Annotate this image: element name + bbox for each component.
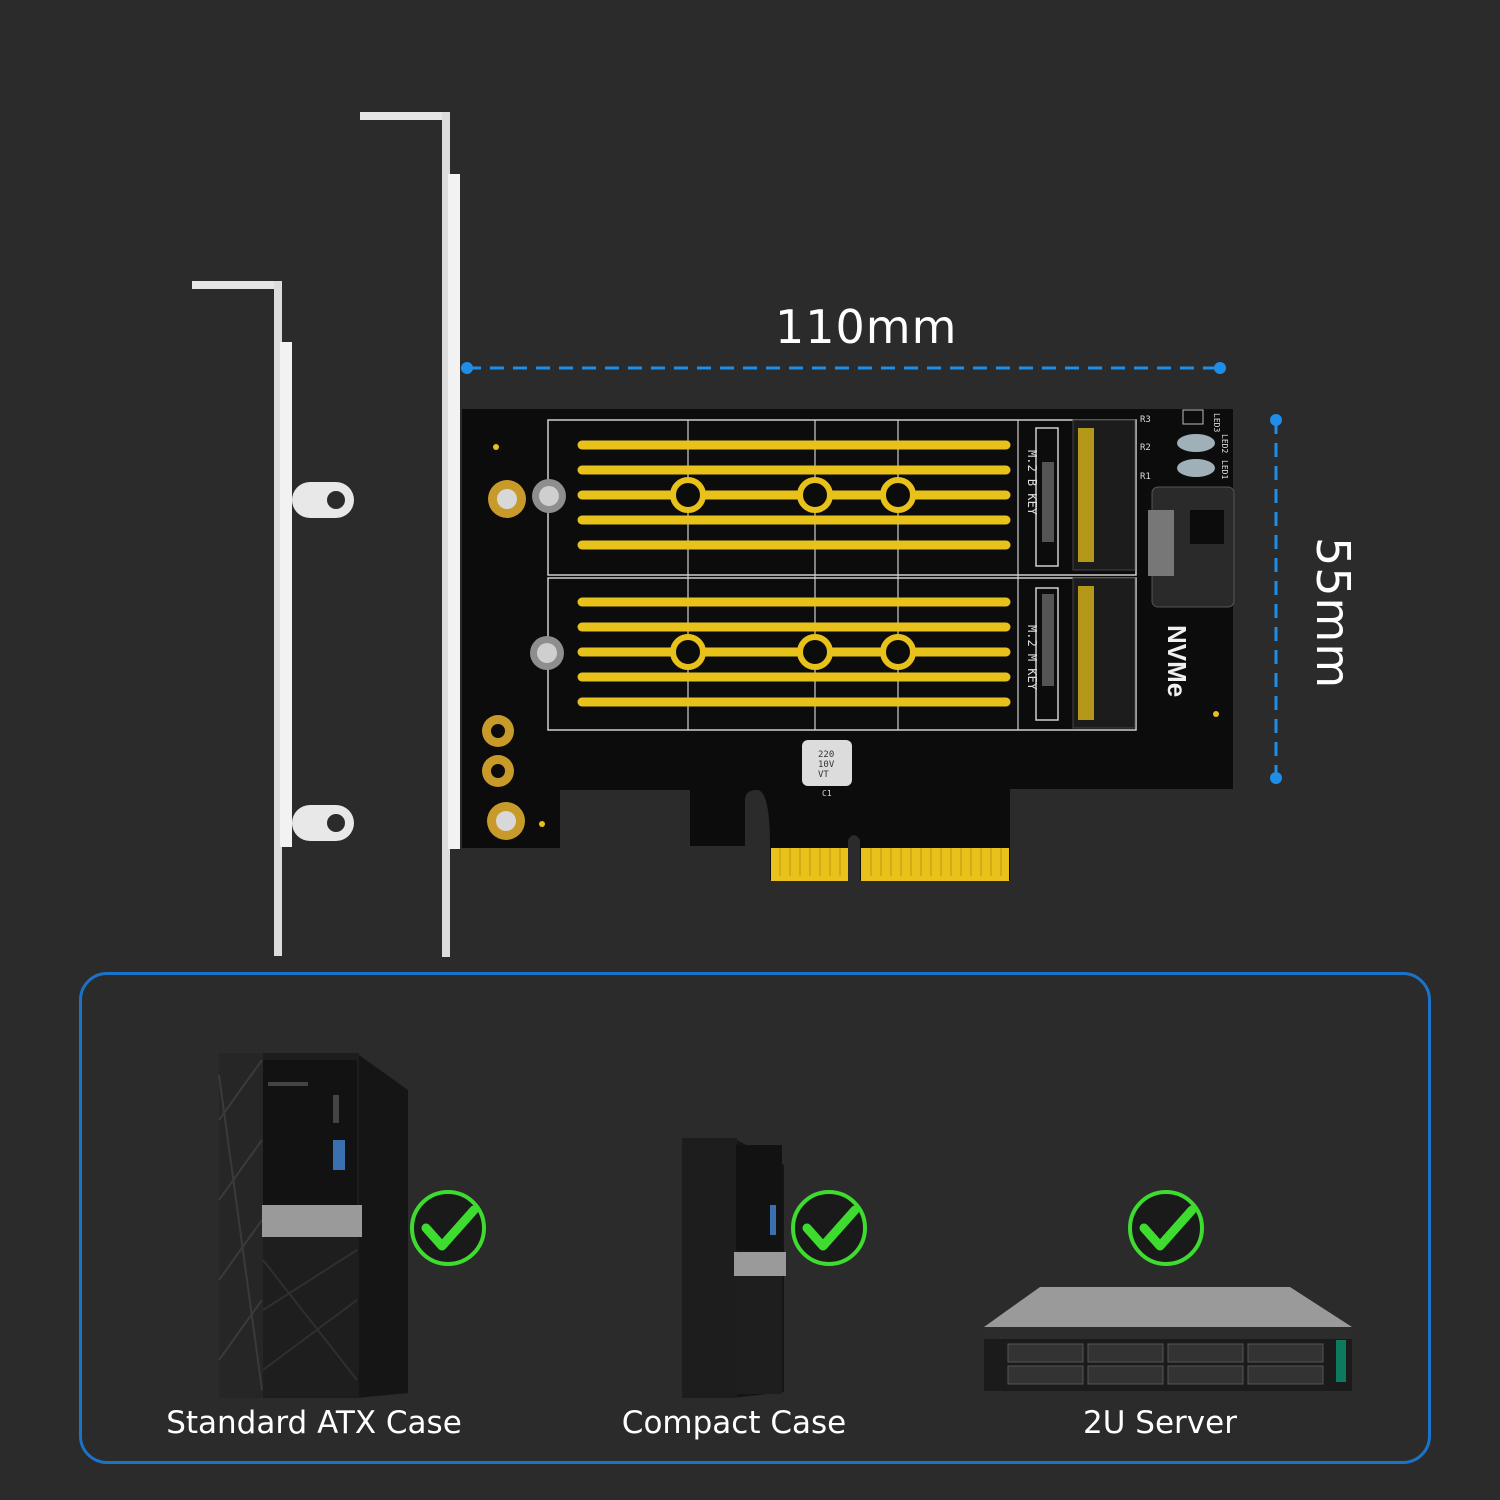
m2-connector-b-key: M.2 B KEY	[1025, 419, 1136, 571]
m2-connector-m-key: M.2 M KEY	[1025, 577, 1136, 729]
capacitor-voltage: 10V	[818, 760, 835, 770]
case-label-standard-atx: Standard ATX Case	[166, 1405, 462, 1441]
capacitor-series: VT	[818, 770, 829, 780]
case-label-2u-server: 2U Server	[1083, 1405, 1237, 1441]
resistor-r1-label: R1	[1140, 472, 1151, 482]
width-dimension-label: 110mm	[775, 300, 958, 354]
led1-label: LED1	[1220, 460, 1229, 479]
resistor-r2-label: R2	[1140, 443, 1151, 453]
pcb-board: M.2 B KEY M.2 M KEY R3 R2 R1 LED3 LED2 L…	[462, 409, 1235, 881]
full-height-bracket	[360, 112, 460, 957]
case-label-compact: Compact Case	[621, 1405, 847, 1441]
low-profile-bracket	[192, 281, 354, 956]
height-dimension-label: 55mm	[1306, 537, 1360, 690]
resistor-r3-label: R3	[1140, 415, 1151, 425]
slot-b-key-label: M.2 B KEY	[1025, 450, 1039, 516]
capacitor-value: 220	[818, 750, 834, 760]
status-leds: R3 R2 R1 LED3 LED2 LED1	[1140, 409, 1229, 482]
nvme-label: NVMe	[1162, 625, 1192, 697]
gold-traces-top	[577, 440, 1011, 550]
adapter-card-illustration: M.2 B KEY M.2 M KEY R3 R2 R1 LED3 LED2 L…	[192, 112, 1282, 957]
sata-power-connector	[1148, 486, 1235, 608]
width-dimension-line	[461, 362, 1226, 374]
capacitor-c1: 220 10V VT C1	[802, 740, 852, 798]
gold-fingers-right	[861, 848, 1009, 881]
led3-label: LED3	[1212, 413, 1221, 432]
compatibility-panel	[79, 972, 1431, 1464]
capacitor-ref-label: C1	[822, 789, 832, 798]
slot-m-key-label: M.2 M KEY	[1025, 625, 1039, 691]
height-dimension-line	[1270, 414, 1282, 784]
screw-standoffs	[482, 444, 1219, 840]
led2-label: LED2	[1220, 434, 1229, 453]
gold-traces-bottom	[577, 597, 1011, 707]
